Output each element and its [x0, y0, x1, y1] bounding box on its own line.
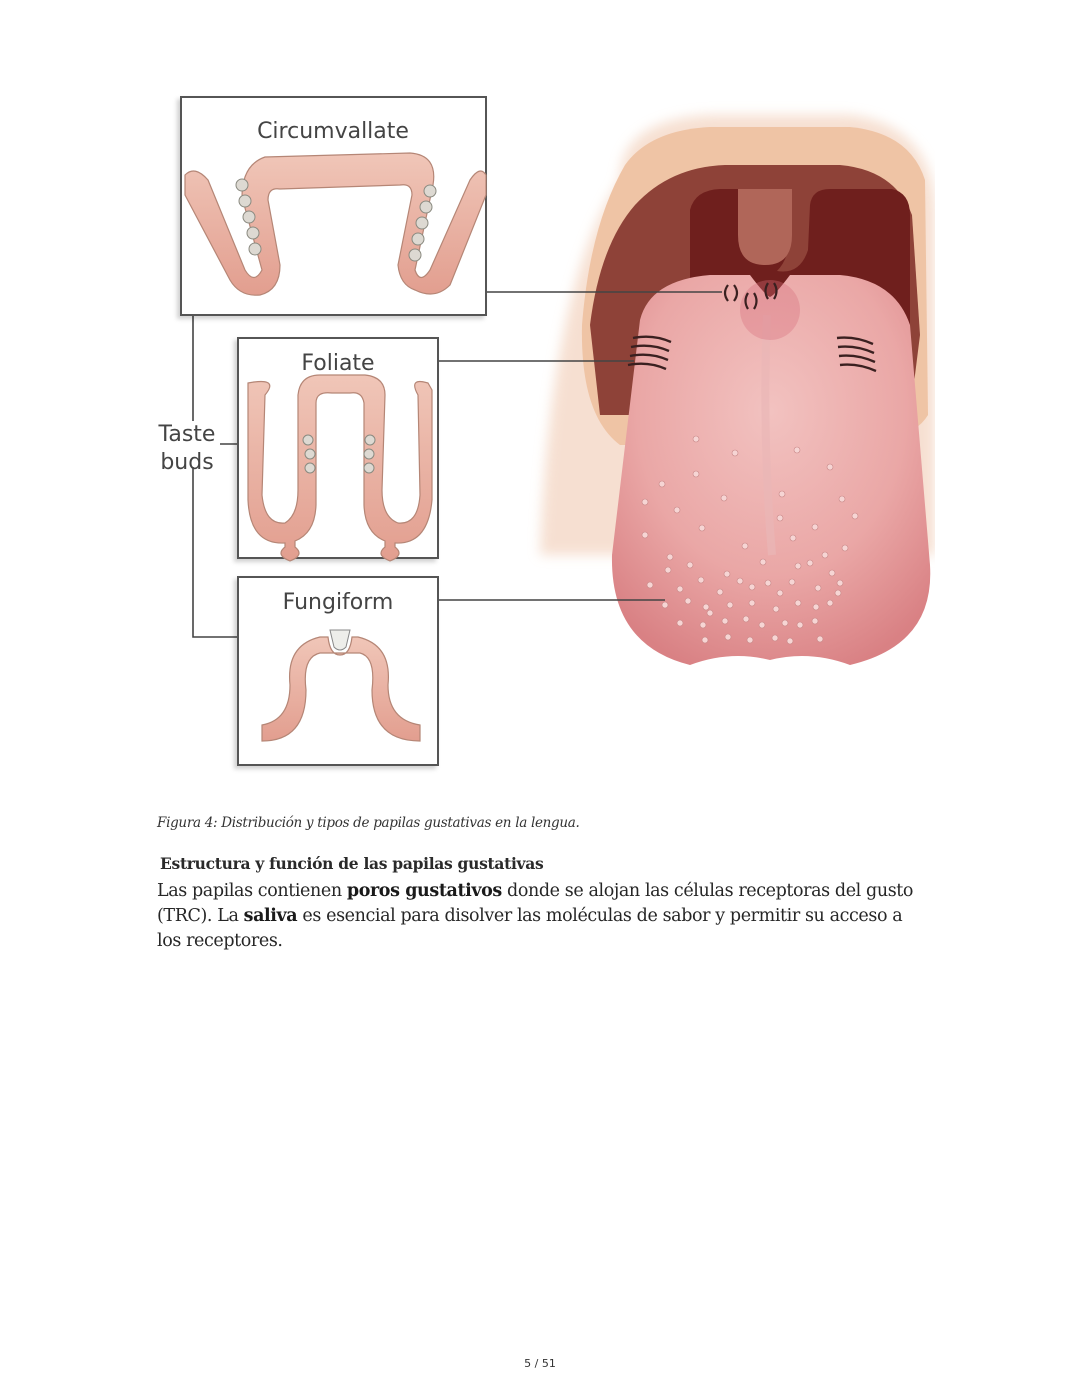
- label-circumvallate: Circumvallate: [257, 119, 409, 144]
- foliate-panel: Foliate: [237, 337, 439, 562]
- label-fungiform: Fungiform: [283, 590, 394, 615]
- foliate-marks: [627, 335, 877, 373]
- taste-bud-cluster: [235, 178, 437, 262]
- label-taste: Taste: [158, 422, 216, 447]
- body-text-part3: es esencial para disolver las moléculas …: [157, 906, 903, 951]
- label-buds: buds: [160, 450, 213, 475]
- body-paragraph: Las papilas contienen poros gustativos d…: [157, 879, 927, 954]
- section-heading: Estructura y función de las papilas gust…: [160, 854, 544, 873]
- fungiform-panel: Fungiform: [237, 576, 439, 766]
- label-foliate: Foliate: [301, 351, 374, 376]
- tongue-illustration: [540, 115, 935, 665]
- fungiform-dots: [641, 435, 859, 645]
- figure-caption: Figura 4: Distribución y tipos de papila…: [157, 815, 580, 831]
- circumvallate-panel: Circumvallate: [180, 96, 487, 316]
- circumvallate-marks: [723, 282, 778, 310]
- taste-buds-label: Taste buds: [158, 422, 216, 475]
- body-text-part1: Las papilas contienen: [157, 881, 347, 901]
- body-bold-poros-gustativos: poros gustativos: [346, 881, 502, 901]
- taste-papillae-figure: Circumvallate Foliate Taste buds Fungifo…: [150, 85, 935, 775]
- body-bold-saliva: saliva: [243, 906, 298, 926]
- body-text-part2: donde se alojan las células receptoras d…: [157, 881, 914, 926]
- taste-bud-cluster: [302, 434, 376, 474]
- page-number: 5 / 51: [524, 1357, 556, 1370]
